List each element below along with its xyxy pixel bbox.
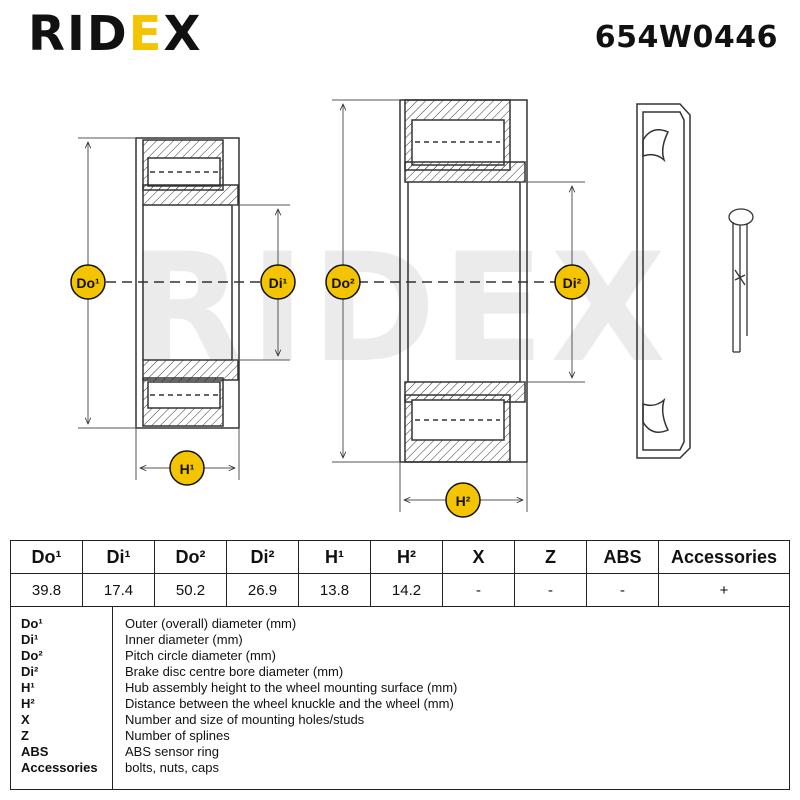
specs-value-cell: 14.2 xyxy=(370,573,443,607)
legend-code: Di¹ xyxy=(21,632,39,647)
logo-text-x: X xyxy=(163,6,203,62)
legend-row: ABS ABS sensor ring xyxy=(11,744,791,760)
legend-desc: Inner diameter (mm) xyxy=(125,632,243,647)
cotter-pin-eye xyxy=(728,208,754,226)
legend-desc: Number of splines xyxy=(125,728,230,743)
label-di2: Di² xyxy=(563,275,582,291)
badge-h2: H² xyxy=(445,482,481,518)
logo-text-e: E xyxy=(128,6,164,62)
seal-ring xyxy=(636,103,691,459)
legend-code: Accessories xyxy=(21,760,98,775)
specs-header-cell: X xyxy=(442,540,515,574)
legend-box: Do¹ Outer (overall) diameter (mm) Di¹ Inne… xyxy=(10,606,790,790)
legend-row: Di² Brake disc centre bore diameter (mm) xyxy=(11,664,791,680)
legend-row: Do¹ Outer (overall) diameter (mm) xyxy=(11,616,791,632)
specs-value-row: 39.8 17.4 50.2 26.9 13.8 14.2 - - - + xyxy=(10,573,790,607)
legend-row: H¹ Hub assembly height to the wheel mount… xyxy=(11,680,791,696)
legend-row: Do² Pitch circle diameter (mm) xyxy=(11,648,791,664)
specs-header-cell: H² xyxy=(370,540,443,574)
legend-row: H² Distance between the wheel knuckle and… xyxy=(11,696,791,712)
badge-h1: H¹ xyxy=(169,450,205,486)
bearing-1 xyxy=(135,137,240,429)
bearing-diagram: RIDEX Do¹ Di¹ H¹ xyxy=(70,99,754,518)
specs-header-cell: Do² xyxy=(154,540,227,574)
legend-code: Do² xyxy=(21,648,43,663)
label-h1: H¹ xyxy=(180,461,195,477)
legend-row: Di¹ Inner diameter (mm) xyxy=(11,632,791,648)
badge-di1: Di¹ xyxy=(260,264,296,300)
legend-desc: Distance between the wheel knuckle and t… xyxy=(125,696,454,711)
legend-desc: Outer (overall) diameter (mm) xyxy=(125,616,297,631)
specs-header-cell: Di² xyxy=(226,540,299,574)
specs-value-cell: 39.8 xyxy=(10,573,83,607)
legend-row: Z Number of splines xyxy=(11,728,791,744)
specs-value-cell: 26.9 xyxy=(226,573,299,607)
legend-code: X xyxy=(21,712,30,727)
bearing-2 xyxy=(399,99,528,463)
specs-value-cell: - xyxy=(586,573,659,607)
specs-value-cell: 50.2 xyxy=(154,573,227,607)
legend-code: ABS xyxy=(21,744,49,759)
label-h2: H² xyxy=(456,493,471,509)
specs-header-cell: ABS xyxy=(586,540,659,574)
legend-desc: Hub assembly height to the wheel mountin… xyxy=(125,680,458,695)
ridex-logo: RIDEX xyxy=(28,6,202,62)
badge-di2: Di² xyxy=(554,264,590,300)
legend-code: Di² xyxy=(21,664,39,679)
bearing-2-top-inner-race xyxy=(404,161,526,183)
label-do1: Do¹ xyxy=(76,275,100,291)
header-bar: RIDEX 654W0446 xyxy=(0,0,800,72)
specs-header-cell: Di¹ xyxy=(82,540,155,574)
specs-value-cell: - xyxy=(514,573,587,607)
legend-row: X Number and size of mounting holes/studs xyxy=(11,712,791,728)
specs-value-cell: 13.8 xyxy=(298,573,371,607)
specs-header-cell: Do¹ xyxy=(10,540,83,574)
bearing-1-outline xyxy=(135,137,240,429)
seal-outline xyxy=(636,103,691,459)
logo-text-rid: RID xyxy=(28,6,129,62)
legend-desc: ABS sensor ring xyxy=(125,744,219,759)
label-di1: Di¹ xyxy=(269,275,288,291)
bearing-1-bottom-inner-race xyxy=(142,359,239,381)
specs-header-cell: Z xyxy=(514,540,587,574)
legend-code: Z xyxy=(21,728,29,743)
specs-header-cell: Accessories xyxy=(658,540,790,574)
part-number: 654W0446 xyxy=(594,20,778,55)
legend-row: Accessories bolts, nuts, caps xyxy=(11,760,791,776)
legend-code: Do¹ xyxy=(21,616,43,631)
specs-value-cell: - xyxy=(442,573,515,607)
specs-table: Do¹ Di¹ Do² Di² H¹ H² X Z ABS Accessorie… xyxy=(10,540,790,607)
cotter-pin xyxy=(728,208,754,353)
legend-desc: Pitch circle diameter (mm) xyxy=(125,648,276,663)
label-do2: Do² xyxy=(331,275,355,291)
specs-value-cell: + xyxy=(658,573,790,607)
legend-code: H¹ xyxy=(21,680,35,695)
badge-do1: Do¹ xyxy=(70,264,106,300)
specs-header-row: Do¹ Di¹ Do² Di² H¹ H² X Z ABS Accessorie… xyxy=(10,540,790,574)
specs-header-cell: H¹ xyxy=(298,540,371,574)
legend-desc: Brake disc centre bore diameter (mm) xyxy=(125,664,344,679)
legend-divider xyxy=(112,607,113,789)
specs-value-cell: 17.4 xyxy=(82,573,155,607)
badge-do2: Do² xyxy=(325,264,361,300)
legend-desc: Number and size of mounting holes/studs xyxy=(125,712,365,727)
legend-desc: bolts, nuts, caps xyxy=(125,760,219,775)
legend-code: H² xyxy=(21,696,35,711)
bearing-1-top-inner-race xyxy=(142,184,239,206)
